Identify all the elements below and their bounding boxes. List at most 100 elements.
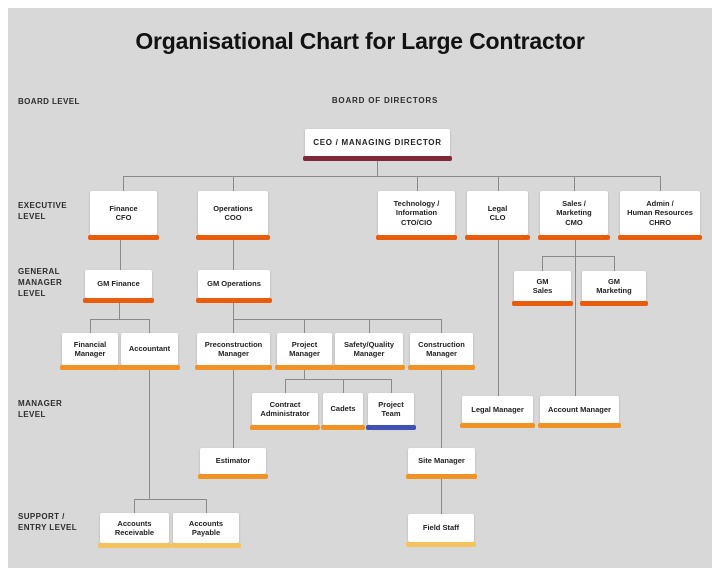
- underline-bar-manager: [250, 425, 320, 430]
- connector-line: [233, 176, 234, 191]
- org-node-cadets: Cadets: [321, 393, 365, 430]
- underline-bar-manager: [195, 365, 272, 370]
- org-node-label: CLO: [489, 213, 506, 222]
- level-label-manager: MANAGER LEVEL: [18, 399, 63, 419]
- org-node-label: Operations: [213, 203, 253, 213]
- org-node-label: Manager: [426, 349, 457, 358]
- underline-bar-support: [406, 542, 476, 547]
- org-node-label: Manager: [218, 349, 249, 358]
- underline-bar-manager: [538, 423, 621, 428]
- underline-bar-executive: [376, 235, 457, 240]
- underline-bar-manager: [333, 365, 405, 370]
- connector-line: [614, 256, 615, 271]
- org-node-label: CEO / MANAGING DIRECTOR: [313, 137, 442, 147]
- org-node-site-manager: Site Manager: [406, 448, 477, 479]
- level-label-support: SUPPORT / ENTRY LEVEL: [18, 512, 78, 532]
- level-label-board: BOARD LEVEL: [18, 97, 80, 106]
- org-node-label: Accounts: [188, 518, 224, 528]
- org-node-label: Preconstruction: [204, 339, 263, 349]
- org-node-label: Finance: [109, 203, 138, 213]
- underline-bar-executive: [83, 298, 154, 303]
- org-node-label: Legal Manager: [471, 404, 524, 414]
- org-node-label: Sales /: [562, 198, 586, 208]
- org-node-label: CHRO: [648, 217, 672, 227]
- underline-bar-executive: [88, 235, 159, 240]
- connector-line: [134, 499, 207, 500]
- org-node-label: Project: [291, 339, 318, 349]
- org-node-accountant: Accountant: [119, 333, 180, 370]
- connector-line: [417, 176, 418, 191]
- underline-bar-board: [303, 156, 452, 161]
- org-node-gm-operations: GM Operations: [196, 270, 272, 303]
- underline-bar-manager: [460, 423, 535, 428]
- org-node-label: Accountant: [128, 344, 171, 354]
- org-node-label: GM Operations: [207, 279, 261, 289]
- org-node-label: Accounts: [117, 518, 152, 528]
- connector-line: [120, 240, 121, 270]
- connector-line: [369, 319, 370, 333]
- underline-bar-manager: [60, 365, 120, 370]
- chart-title: Organisational Chart for Large Contracto…: [135, 28, 585, 54]
- org-node-label: Estimator: [215, 456, 251, 466]
- connector-line: [233, 319, 234, 333]
- org-node-label: Cadets: [330, 404, 356, 414]
- connector-line: [542, 256, 615, 257]
- org-node-label: Information: [395, 208, 438, 218]
- connector-line: [233, 302, 234, 319]
- connector-line: [90, 319, 91, 333]
- connector-line: [233, 319, 442, 320]
- underline-bar-manager: [275, 365, 334, 370]
- org-node-label: Construction: [418, 339, 465, 349]
- org-node-label: Manager: [74, 349, 106, 358]
- connector-line: [441, 370, 442, 448]
- org-node-label: GM: [536, 276, 549, 286]
- connector-line: [391, 379, 392, 393]
- org-node-label: Administrator: [260, 409, 310, 418]
- connector-line: [343, 379, 344, 393]
- underline-bar-support: [98, 543, 171, 548]
- underline-bar-manager: [198, 474, 268, 479]
- org-node-label: Marketing: [596, 286, 632, 295]
- level-label-general-manager: GENERAL MANAGER LEVEL: [18, 267, 63, 298]
- connector-line: [575, 240, 576, 396]
- connector-line: [123, 176, 124, 191]
- connector-line: [149, 319, 150, 333]
- org-node-account-manager: Account Manager: [538, 396, 621, 428]
- connector-line: [574, 176, 575, 191]
- org-node-label: GM: [607, 276, 621, 286]
- connector-line: [233, 240, 234, 270]
- org-node-label: Project: [378, 399, 404, 409]
- underline-bar-manager: [406, 474, 477, 479]
- connector-line: [149, 370, 150, 499]
- underline-bar-manager: [321, 425, 365, 430]
- org-node-gm-finance: GM Finance: [83, 270, 154, 303]
- underline-bar-executive: [512, 301, 573, 306]
- org-node-estimator: Estimator: [198, 448, 268, 479]
- org-node-label: CFO: [115, 213, 132, 222]
- org-node-label: Financial: [73, 339, 107, 349]
- level-label-executive: EXECUTIVE LEVEL: [18, 201, 67, 221]
- connector-line: [660, 176, 661, 191]
- org-node-label: CTO/CIO: [400, 217, 433, 227]
- org-node-label: Contract: [269, 399, 301, 409]
- org-node-label: Team: [381, 409, 401, 418]
- connector-line: [233, 370, 234, 448]
- connector-line: [119, 302, 120, 319]
- org-node-label: Admin /: [646, 198, 674, 208]
- org-node-label: Sales: [532, 286, 553, 295]
- org-node-label: COO: [224, 213, 242, 222]
- org-node-label: Field Staff: [422, 523, 460, 533]
- board-of-directors-heading: BOARD OF DIRECTORS: [331, 96, 439, 105]
